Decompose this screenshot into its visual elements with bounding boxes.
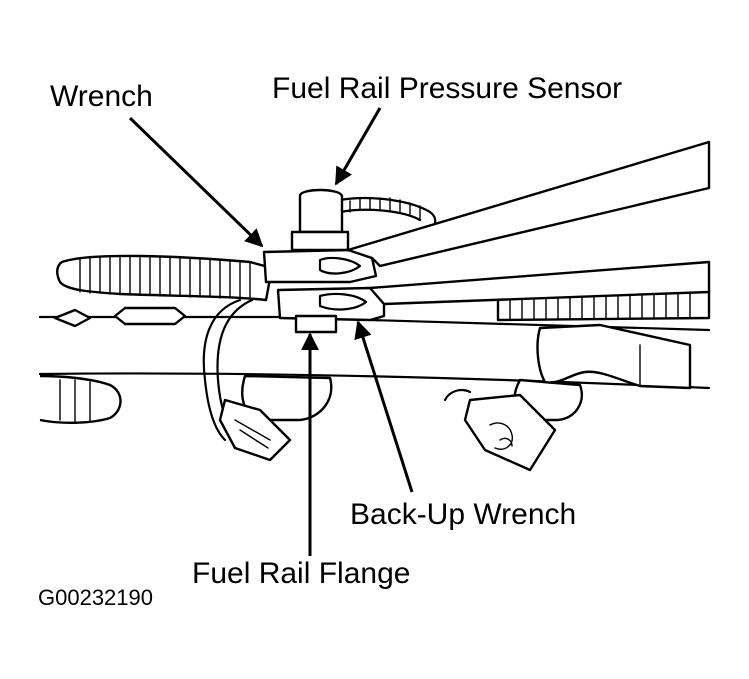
rail-clip bbox=[53, 306, 187, 328]
figure-code: G00232190 bbox=[38, 585, 153, 610]
wrench bbox=[262, 140, 711, 284]
label-wrench: Wrench bbox=[50, 80, 153, 113]
backup-wrench bbox=[276, 260, 711, 322]
injector-left bbox=[39, 374, 122, 424]
injector-center bbox=[218, 374, 333, 462]
pressure-sensor bbox=[290, 188, 350, 252]
wrench-leader bbox=[128, 116, 264, 248]
leader-lines bbox=[128, 107, 414, 556]
wire-harness-top bbox=[338, 197, 437, 234]
label-backup-wrench: Back-Up Wrench bbox=[350, 498, 576, 531]
pressure-sensor-leader bbox=[334, 107, 382, 186]
wire-harness-left bbox=[56, 254, 274, 442]
label-pressure-sensor: Fuel Rail Pressure Sensor bbox=[272, 72, 622, 105]
bracket-right bbox=[536, 323, 692, 390]
label-fuel-rail-flange: Fuel Rail Flange bbox=[192, 557, 410, 590]
injector-right bbox=[443, 378, 583, 472]
fuel-rail-flange bbox=[294, 314, 338, 334]
backup-wrench-leader bbox=[354, 320, 414, 493]
